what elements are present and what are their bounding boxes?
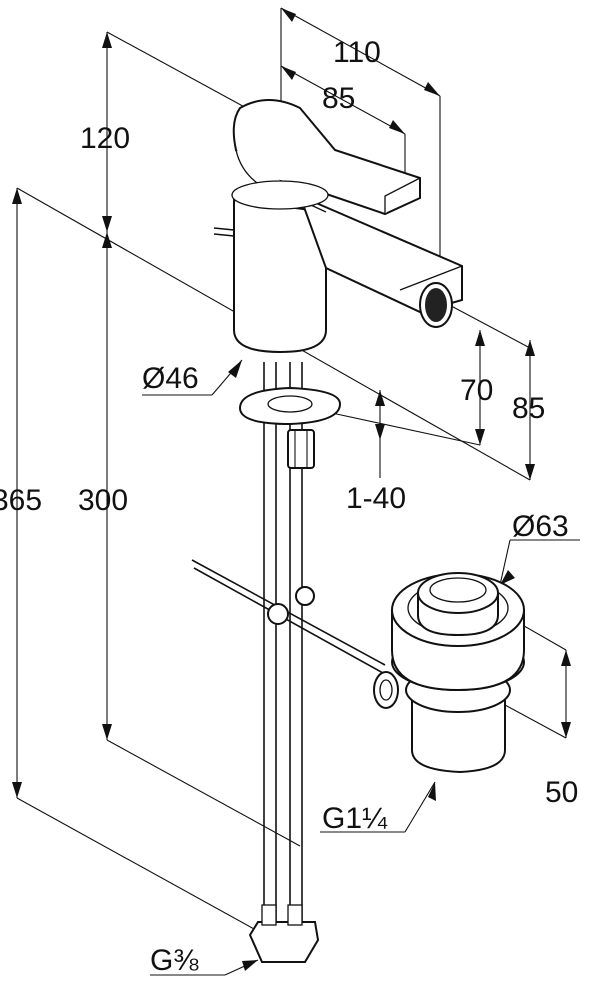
label-connection-thread: G⅜ <box>150 944 199 977</box>
dimension-lines <box>16 7 580 976</box>
label-height-total: 365 <box>0 484 42 517</box>
label-height-body: 300 <box>78 484 128 517</box>
label-spout-inner: 70 <box>460 374 493 407</box>
label-waste-diameter: Ø63 <box>512 510 569 543</box>
label-width-handle: 85 <box>322 82 355 115</box>
waste-fitting <box>373 572 525 774</box>
faucet <box>191 99 463 963</box>
label-waste-thread: G1¼ <box>322 802 388 835</box>
label-width-total: 110 <box>333 36 381 69</box>
label-body-diameter: Ø46 <box>142 362 199 395</box>
label-pipe-length: 50 <box>545 776 578 809</box>
dimension-arrows <box>12 8 571 971</box>
dimension-labels: 110 85 120 365 300 70 85 1-40 50 Ø46 Ø63… <box>0 36 578 977</box>
label-clamp-range: 1-40 <box>346 482 406 515</box>
label-height-top: 120 <box>80 122 130 155</box>
label-spout-outer: 85 <box>512 392 545 425</box>
